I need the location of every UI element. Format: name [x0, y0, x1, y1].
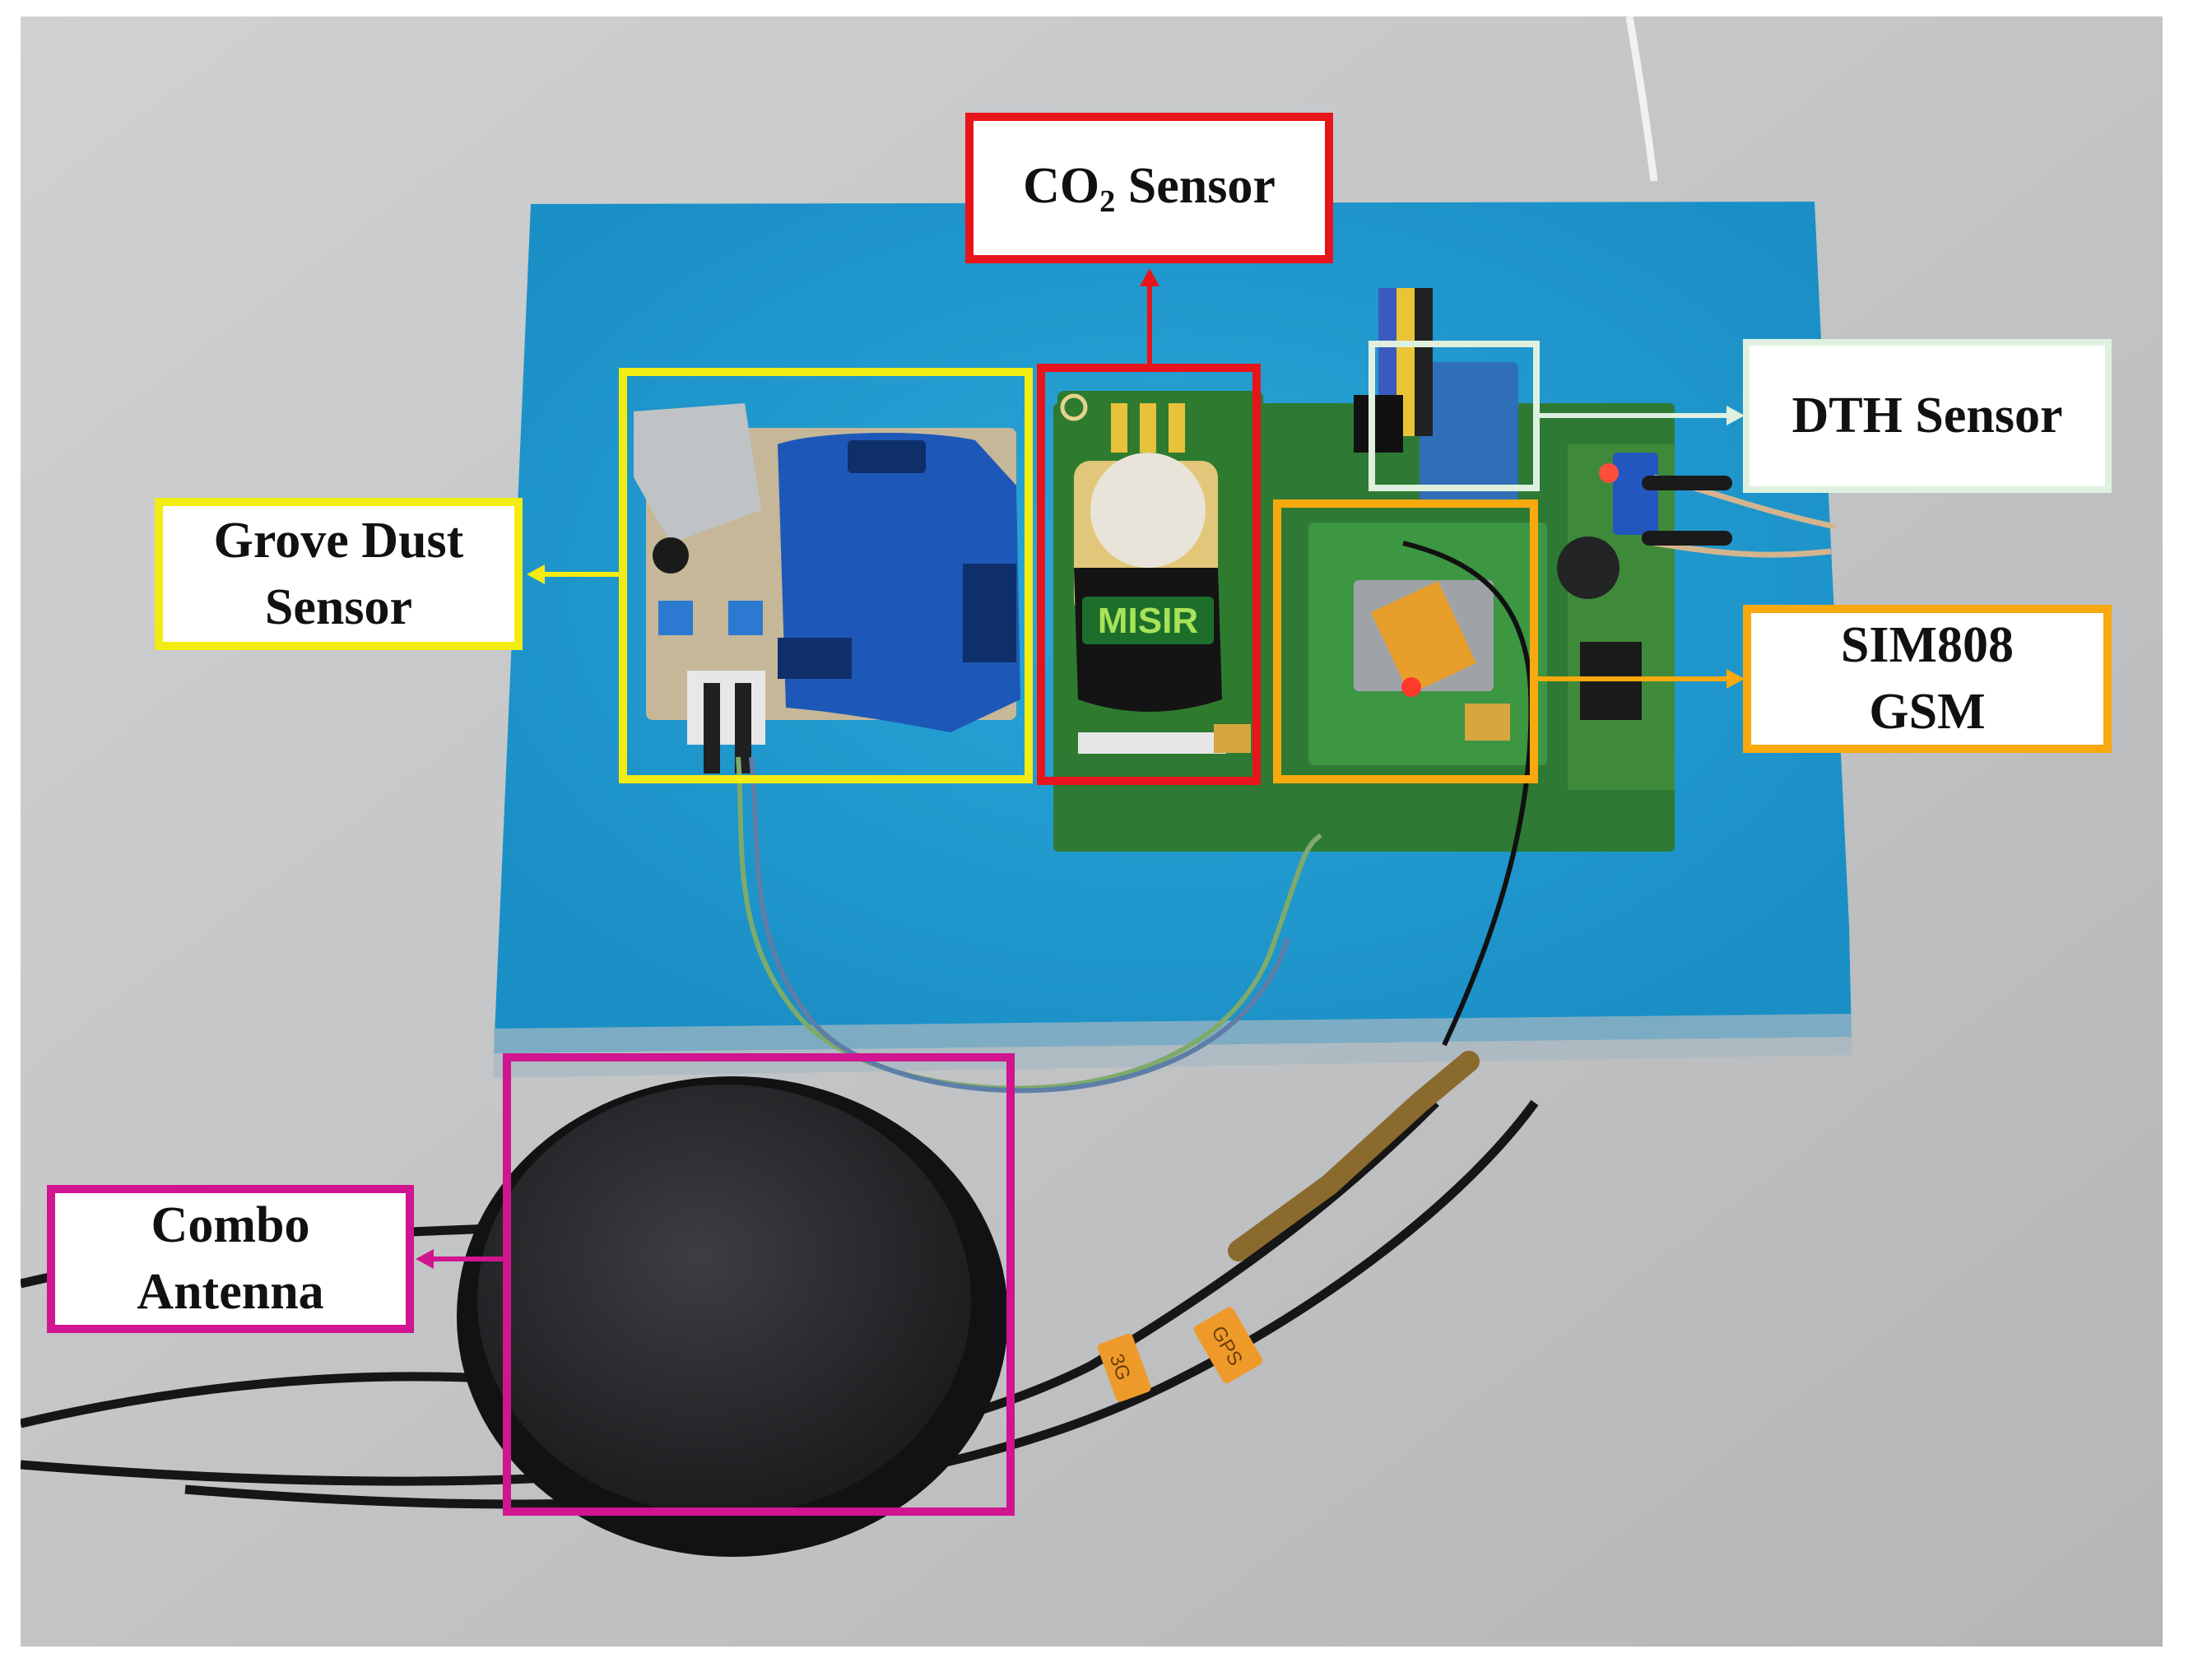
pad-shadow	[494, 1014, 1852, 1078]
gold-pad	[1111, 403, 1127, 453]
cable-tag-3g: 3G	[1098, 1333, 1151, 1402]
co2-highlight-box	[1037, 364, 1261, 785]
dust-connector-pin	[704, 683, 720, 773]
dust-label-line2: Sensor	[264, 578, 413, 635]
combo-antenna-label: Combo Antenna	[47, 1185, 414, 1333]
grove-dust-sensor-label: Grove Dust Sensor	[155, 498, 523, 650]
cable-tag-gps: GPS	[1193, 1307, 1263, 1383]
gsm-label-line1: SIM808	[1840, 617, 2014, 674]
dust-connector	[687, 671, 765, 745]
wire-sleeve	[1642, 531, 1732, 546]
antenna-label-line2: Antenna	[137, 1264, 324, 1320]
gold-pad	[1140, 403, 1156, 453]
co2-sticker	[1078, 732, 1226, 754]
gsm-arrowhead	[1726, 669, 1745, 689]
co2-sensor-filter	[1090, 453, 1206, 568]
gsm-led	[1401, 677, 1421, 697]
dust-label-line1: Grove Dust	[213, 512, 464, 569]
antenna-arrowhead	[416, 1249, 434, 1269]
co2-label-main: CO	[1023, 158, 1100, 215]
ribbon-wire	[1415, 288, 1433, 436]
sim-card	[1370, 581, 1477, 694]
dust-capacitor	[653, 537, 689, 574]
co2-arrowhead	[1140, 268, 1159, 286]
antenna-label-line1: Combo	[151, 1197, 310, 1254]
dth-highlight-box	[1369, 341, 1540, 491]
co2-component	[1214, 724, 1251, 753]
dth-arrowhead	[1726, 406, 1745, 425]
mount-hole	[1060, 393, 1088, 421]
red-led	[1599, 463, 1619, 483]
dust-sensor-slot	[848, 440, 926, 473]
wire-sleeve	[1642, 476, 1732, 490]
co2-label-subscript: 2	[1099, 183, 1116, 219]
gold-pad	[1169, 403, 1185, 453]
header-connector	[1354, 395, 1403, 453]
dth-sensor-label: DTH Sensor	[1743, 339, 2112, 493]
gsm-label-line2: GSM	[1869, 684, 1986, 740]
sim808-gsm-label: SIM808 GSM	[1743, 605, 2112, 753]
wire-lead	[1653, 540, 1832, 558]
dust-sensor-shield	[634, 403, 761, 543]
co2-sensor-label: CO2 Sensor	[965, 113, 1333, 263]
gsm-highlight-box	[1273, 499, 1538, 783]
dth-label-text: DTH Sensor	[1791, 388, 2063, 444]
combo-antenna-puck	[477, 1085, 971, 1516]
antenna-highlight-box	[503, 1053, 1015, 1516]
power-cable	[1625, 16, 1658, 182]
antenna-cable	[184, 1099, 1539, 1509]
dust-sensor-slot	[963, 564, 1016, 662]
dust-arrowhead	[527, 564, 545, 584]
gsm-component	[1465, 704, 1510, 741]
capacitor	[1557, 537, 1620, 599]
co2-label-rest: Sensor	[1115, 158, 1276, 215]
dust-sensor-slot	[778, 638, 852, 679]
sma-connector	[1228, 1051, 1480, 1261]
misir-badge	[1082, 597, 1214, 644]
dust-connector-pin	[735, 683, 751, 773]
device-photo: MISIR 3G GPS	[21, 16, 2163, 1647]
terminal-block	[1613, 453, 1658, 535]
potentiometer	[728, 601, 763, 635]
potentiometer	[658, 601, 693, 635]
dth-module	[1420, 362, 1518, 502]
misir-logo-text: MISIR	[1098, 601, 1198, 641]
dust-highlight-box	[619, 368, 1033, 783]
